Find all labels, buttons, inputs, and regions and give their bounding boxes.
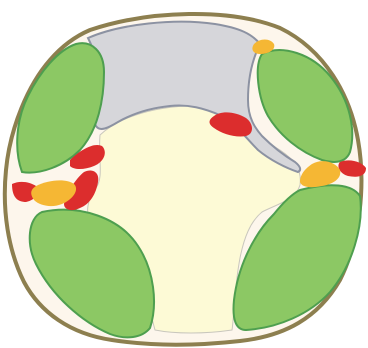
diagram-stage [0, 0, 368, 348]
cross-section-diagram [0, 0, 368, 348]
